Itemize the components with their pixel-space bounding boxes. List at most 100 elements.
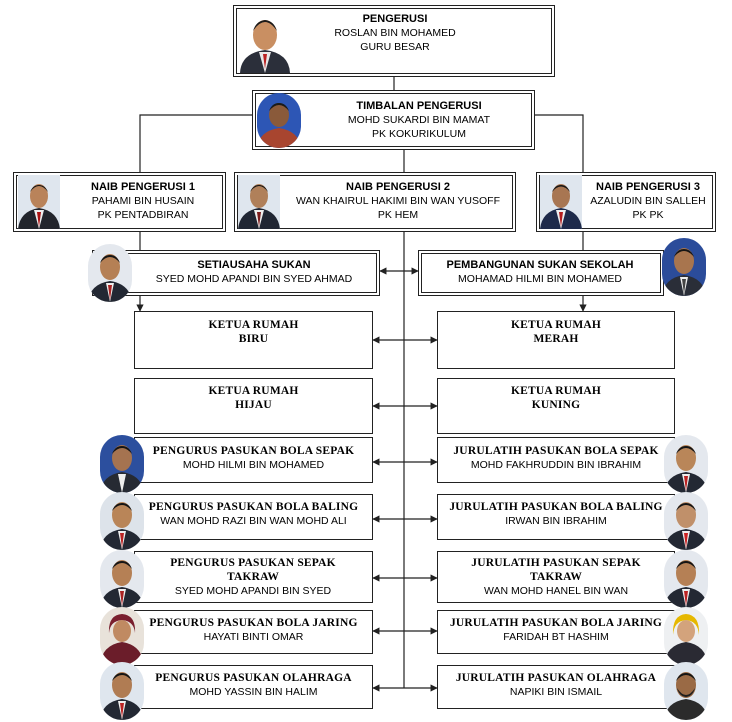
manager-photo-1 <box>100 435 144 493</box>
coach-name-1: MOHD FAKHRUDDIN BIN IBRAHIM <box>470 459 642 471</box>
chairman-role: GURU BESAR <box>360 41 430 53</box>
house-merah-text: KETUA RUMAH MERAH <box>437 318 675 346</box>
manager-photo-3 <box>100 550 144 608</box>
house-biru-name: BIRU <box>238 333 269 345</box>
house-biru-title: KETUA RUMAH <box>208 319 299 331</box>
coach-photo-5 <box>664 662 708 720</box>
secretary-title: SETIAUSAHA SUKAN <box>197 259 311 271</box>
secretary-name: SYED MOHD APANDI BIN SYED AHMAD <box>155 273 353 285</box>
line-deputy-vice1 <box>139 114 252 172</box>
manager-box-1 <box>134 437 373 483</box>
vice2-name: WAN KHAIRUL HAKIMI BIN WAN YUSOFF <box>296 195 500 207</box>
development-name: MOHAMAD HILMI BIN MOHAMED <box>458 273 622 285</box>
chairman-name: ROSLAN BIN MOHAMED <box>334 27 456 39</box>
secretary-photo <box>88 244 132 302</box>
coach-text-1: JURULATIH PASUKAN BOLA SEPAK MOHD FAKHRU… <box>441 444 671 472</box>
deputy-title: TIMBALAN PENGERUSI <box>356 100 482 112</box>
house-hijau-name: HIJAU <box>235 399 272 411</box>
development-photo <box>662 238 706 296</box>
vice1-name: PAHAMI BIN HUSAIN <box>91 195 195 207</box>
coach-box-2 <box>437 494 675 540</box>
manager-text-4: PENGURUS PASUKAN BOLA JARING HAYATI BINT… <box>138 616 369 644</box>
manager-text-5: PENGURUS PASUKAN OLAHRAGA MOHD YASSIN BI… <box>138 671 369 699</box>
vice2-box <box>234 172 516 232</box>
coach-text-5: JURULATIH PASUKAN OLAHRAGA NAPIKI BIN IS… <box>441 671 671 699</box>
coach-title-4: JURULATIH PASUKAN BOLA JARING <box>449 617 663 629</box>
deputy-photo <box>257 93 301 148</box>
deputy-text: TIMBALAN PENGERUSI MOHD SUKARDI BIN MAMA… <box>305 99 533 141</box>
manager-box-2 <box>134 494 373 540</box>
coach-title-2: JURULATIH PASUKAN BOLA BALING <box>449 501 663 513</box>
coach-title-1: JURULATIH PASUKAN BOLA SEPAK <box>453 445 659 457</box>
house-hijau-title: KETUA RUMAH <box>208 385 299 397</box>
manager-title-1: PENGURUS PASUKAN BOLA SEPAK <box>152 445 355 457</box>
manager-box-5 <box>134 665 373 709</box>
house-biru-text: KETUA RUMAH BIRU <box>134 318 373 346</box>
vice2-text: NAIB PENGERUSI 2 WAN KHAIRUL HAKIMI BIN … <box>282 180 514 222</box>
coach-box-4 <box>437 610 675 654</box>
house-hijau-box <box>134 378 373 434</box>
coach-photo-1 <box>664 435 708 493</box>
manager-photo-2 <box>100 492 144 550</box>
house-kuning-box <box>437 378 675 434</box>
coach-text-2: JURULATIH PASUKAN BOLA BALING IRWAN BIN … <box>441 500 671 528</box>
vice3-role: PK PK <box>632 209 664 221</box>
coach-photo-2 <box>664 492 708 550</box>
coach-photo-3 <box>664 550 708 608</box>
vice2-photo <box>238 175 280 229</box>
vice1-role: PK PENTADBIRAN <box>97 209 189 221</box>
vice3-name: AZALUDIN BIN SALLEH <box>590 195 706 207</box>
vice3-text: NAIB PENGERUSI 3 AZALUDIN BIN SALLEH PK … <box>582 180 714 222</box>
coach-photo-4 <box>664 607 708 665</box>
house-merah-title: KETUA RUMAH <box>510 319 602 331</box>
coach-box-5 <box>437 665 675 709</box>
coach-title-5: JURULATIH PASUKAN OLAHRAGA <box>455 672 657 684</box>
deputy-name: MOHD SUKARDI BIN MAMAT <box>347 114 491 126</box>
vice1-title: NAIB PENGERUSI 1 <box>91 181 195 193</box>
manager-name-1: MOHD HILMI BIN MOHAMED <box>182 459 325 471</box>
house-merah-name: MERAH <box>533 333 579 345</box>
chairman-title: PENGERUSI <box>362 13 428 25</box>
chairman-text: PENGERUSI ROSLAN BIN MOHAMED GURU BESAR <box>300 12 490 54</box>
manager-title-5: PENGURUS PASUKAN OLAHRAGA <box>155 672 352 684</box>
deputy-role: PK KOKURIKULUM <box>372 128 466 140</box>
manager-title-3: PENGURUS PASUKAN SEPAK TAKRAW <box>170 557 336 583</box>
vice3-title: NAIB PENGERUSI 3 <box>596 181 700 193</box>
coach-name-3: WAN MOHD HANEL BIN WAN <box>483 585 629 597</box>
house-kuning-name: KUNING <box>531 399 581 411</box>
house-biru-box <box>134 311 373 369</box>
coach-name-5: NAPIKI BIN ISMAIL <box>509 686 603 698</box>
manager-text-2: PENGURUS PASUKAN BOLA BALING WAN MOHD RA… <box>138 500 369 528</box>
manager-name-5: MOHD YASSIN BIN HALIM <box>189 686 318 698</box>
development-box <box>418 250 664 296</box>
vice2-title: NAIB PENGERUSI 2 <box>346 181 450 193</box>
manager-photo-4 <box>100 607 144 665</box>
house-kuning-title: KETUA RUMAH <box>510 385 602 397</box>
vice3-photo <box>540 175 582 229</box>
house-merah-box <box>437 311 675 369</box>
development-title: PEMBANGUNAN SUKAN SEKOLAH <box>446 259 634 271</box>
manager-text-3: PENGURUS PASUKAN SEPAK TAKRAW SYED MOHD … <box>168 556 338 598</box>
manager-text-1: PENGURUS PASUKAN BOLA SEPAK MOHD HILMI B… <box>138 444 369 472</box>
line-deputy-vice3 <box>535 114 584 172</box>
coach-name-2: IRWAN BIN IBRAHIM <box>505 515 607 527</box>
coach-box-3 <box>437 551 675 603</box>
manager-box-3 <box>134 551 373 603</box>
house-hijau-text: KETUA RUMAH HIJAU <box>134 384 373 412</box>
vice2-role: PK HEM <box>377 209 419 221</box>
manager-name-4: HAYATI BINTI OMAR <box>203 631 304 643</box>
manager-name-2: WAN MOHD RAZI BIN WAN MOHD ALI <box>160 515 347 527</box>
manager-name-3: SYED MOHD APANDI BIN SYED <box>174 585 332 597</box>
coach-text-3: JURULATIH PASUKAN SEPAK TAKRAW WAN MOHD … <box>468 556 644 598</box>
vice1-photo <box>18 175 60 229</box>
manager-title-2: PENGURUS PASUKAN BOLA BALING <box>148 501 359 513</box>
manager-photo-5 <box>100 662 144 720</box>
manager-title-4: PENGURUS PASUKAN BOLA JARING <box>149 617 358 629</box>
coach-name-4: FARIDAH BT HASHIM <box>503 631 609 643</box>
secretary-text: SETIAUSAHA SUKAN SYED MOHD APANDI BIN SY… <box>130 258 378 286</box>
vice1-text: NAIB PENGERUSI 1 PAHAMI BIN HUSAIN PK PE… <box>62 180 224 222</box>
coach-text-4: JURULATIH PASUKAN BOLA JARING FARIDAH BT… <box>441 616 671 644</box>
coach-box-1 <box>437 437 675 483</box>
